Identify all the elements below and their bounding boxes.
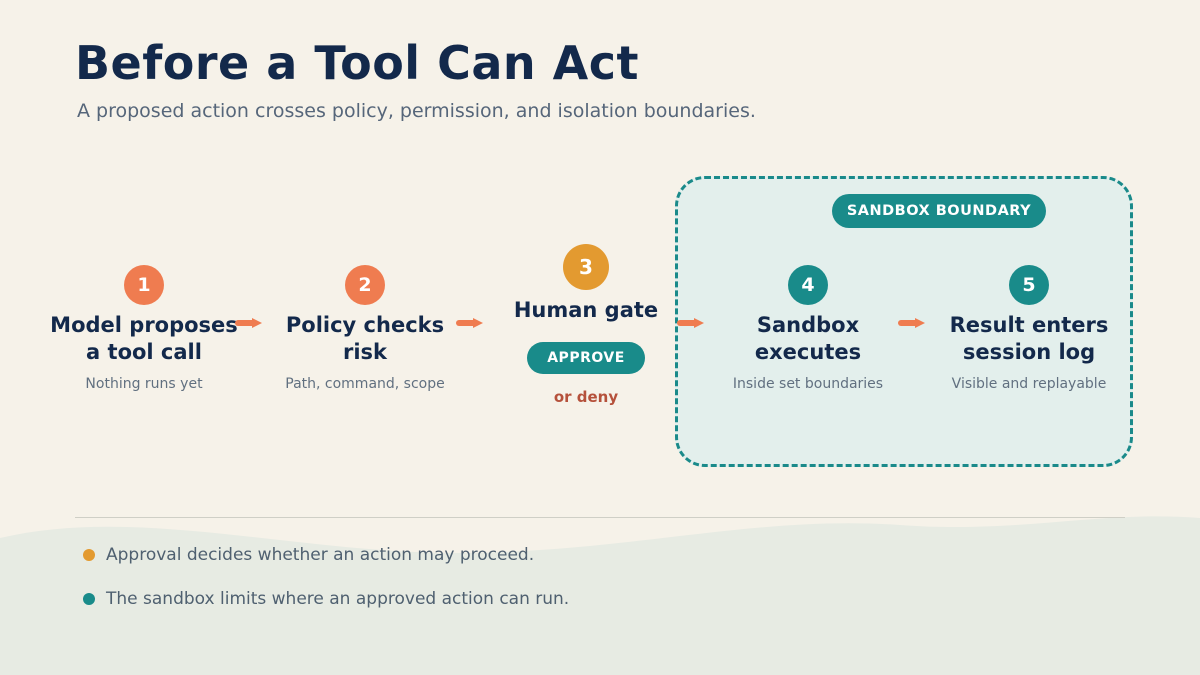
step-2-caption: Path, command, scope [285, 376, 445, 392]
note-approval-text: Approval decides whether an action may p… [106, 545, 535, 565]
step-1-badge: 1 [124, 265, 164, 305]
step-4: 4 Sandbox executes Inside set boundaries [698, 265, 918, 392]
page-title: Before a Tool Can Act [75, 36, 640, 90]
step-5-caption: Visible and replayable [951, 376, 1107, 392]
arrow-right-icon [456, 318, 483, 328]
gold-bullet-icon [83, 549, 95, 561]
step-3-badge: 3 [563, 244, 609, 290]
step-1-caption: Nothing runs yet [85, 376, 203, 392]
step-2-title: Policy checks risk [285, 313, 445, 364]
divider [75, 517, 1125, 518]
step-2-badge: 2 [345, 265, 385, 305]
step-5-badge: 5 [1009, 265, 1049, 305]
step-4-caption: Inside set boundaries [732, 376, 884, 392]
step-5-title: Result enters session log [949, 313, 1109, 364]
step-2: 2 Policy checks risk Path, command, scop… [255, 265, 475, 392]
arrow-right-icon [235, 318, 262, 328]
teal-bullet-icon [83, 593, 95, 605]
step-3: 3 Human gate APPROVE or deny [476, 244, 696, 406]
arrow-right-icon [677, 318, 704, 328]
page-subtitle: A proposed action crosses policy, permis… [77, 100, 756, 122]
step-4-title: Sandbox executes [754, 313, 862, 364]
step-4-badge: 4 [788, 265, 828, 305]
note-sandbox-text: The sandbox limits where an approved act… [106, 589, 570, 609]
sandbox-boundary-label: SANDBOX BOUNDARY [832, 194, 1046, 228]
step-1-title: Model proposes a tool call [50, 313, 238, 364]
step-3-title: Human gate [513, 298, 659, 322]
approve-button[interactable]: APPROVE [527, 342, 645, 374]
note-approval: Approval decides whether an action may p… [83, 545, 534, 565]
deny-option[interactable]: or deny [553, 388, 619, 406]
note-sandbox: The sandbox limits where an approved act… [83, 589, 569, 609]
arrow-right-icon [898, 318, 925, 328]
step-5: 5 Result enters session log Visible and … [919, 265, 1139, 392]
step-1: 1 Model proposes a tool call Nothing run… [34, 265, 254, 392]
